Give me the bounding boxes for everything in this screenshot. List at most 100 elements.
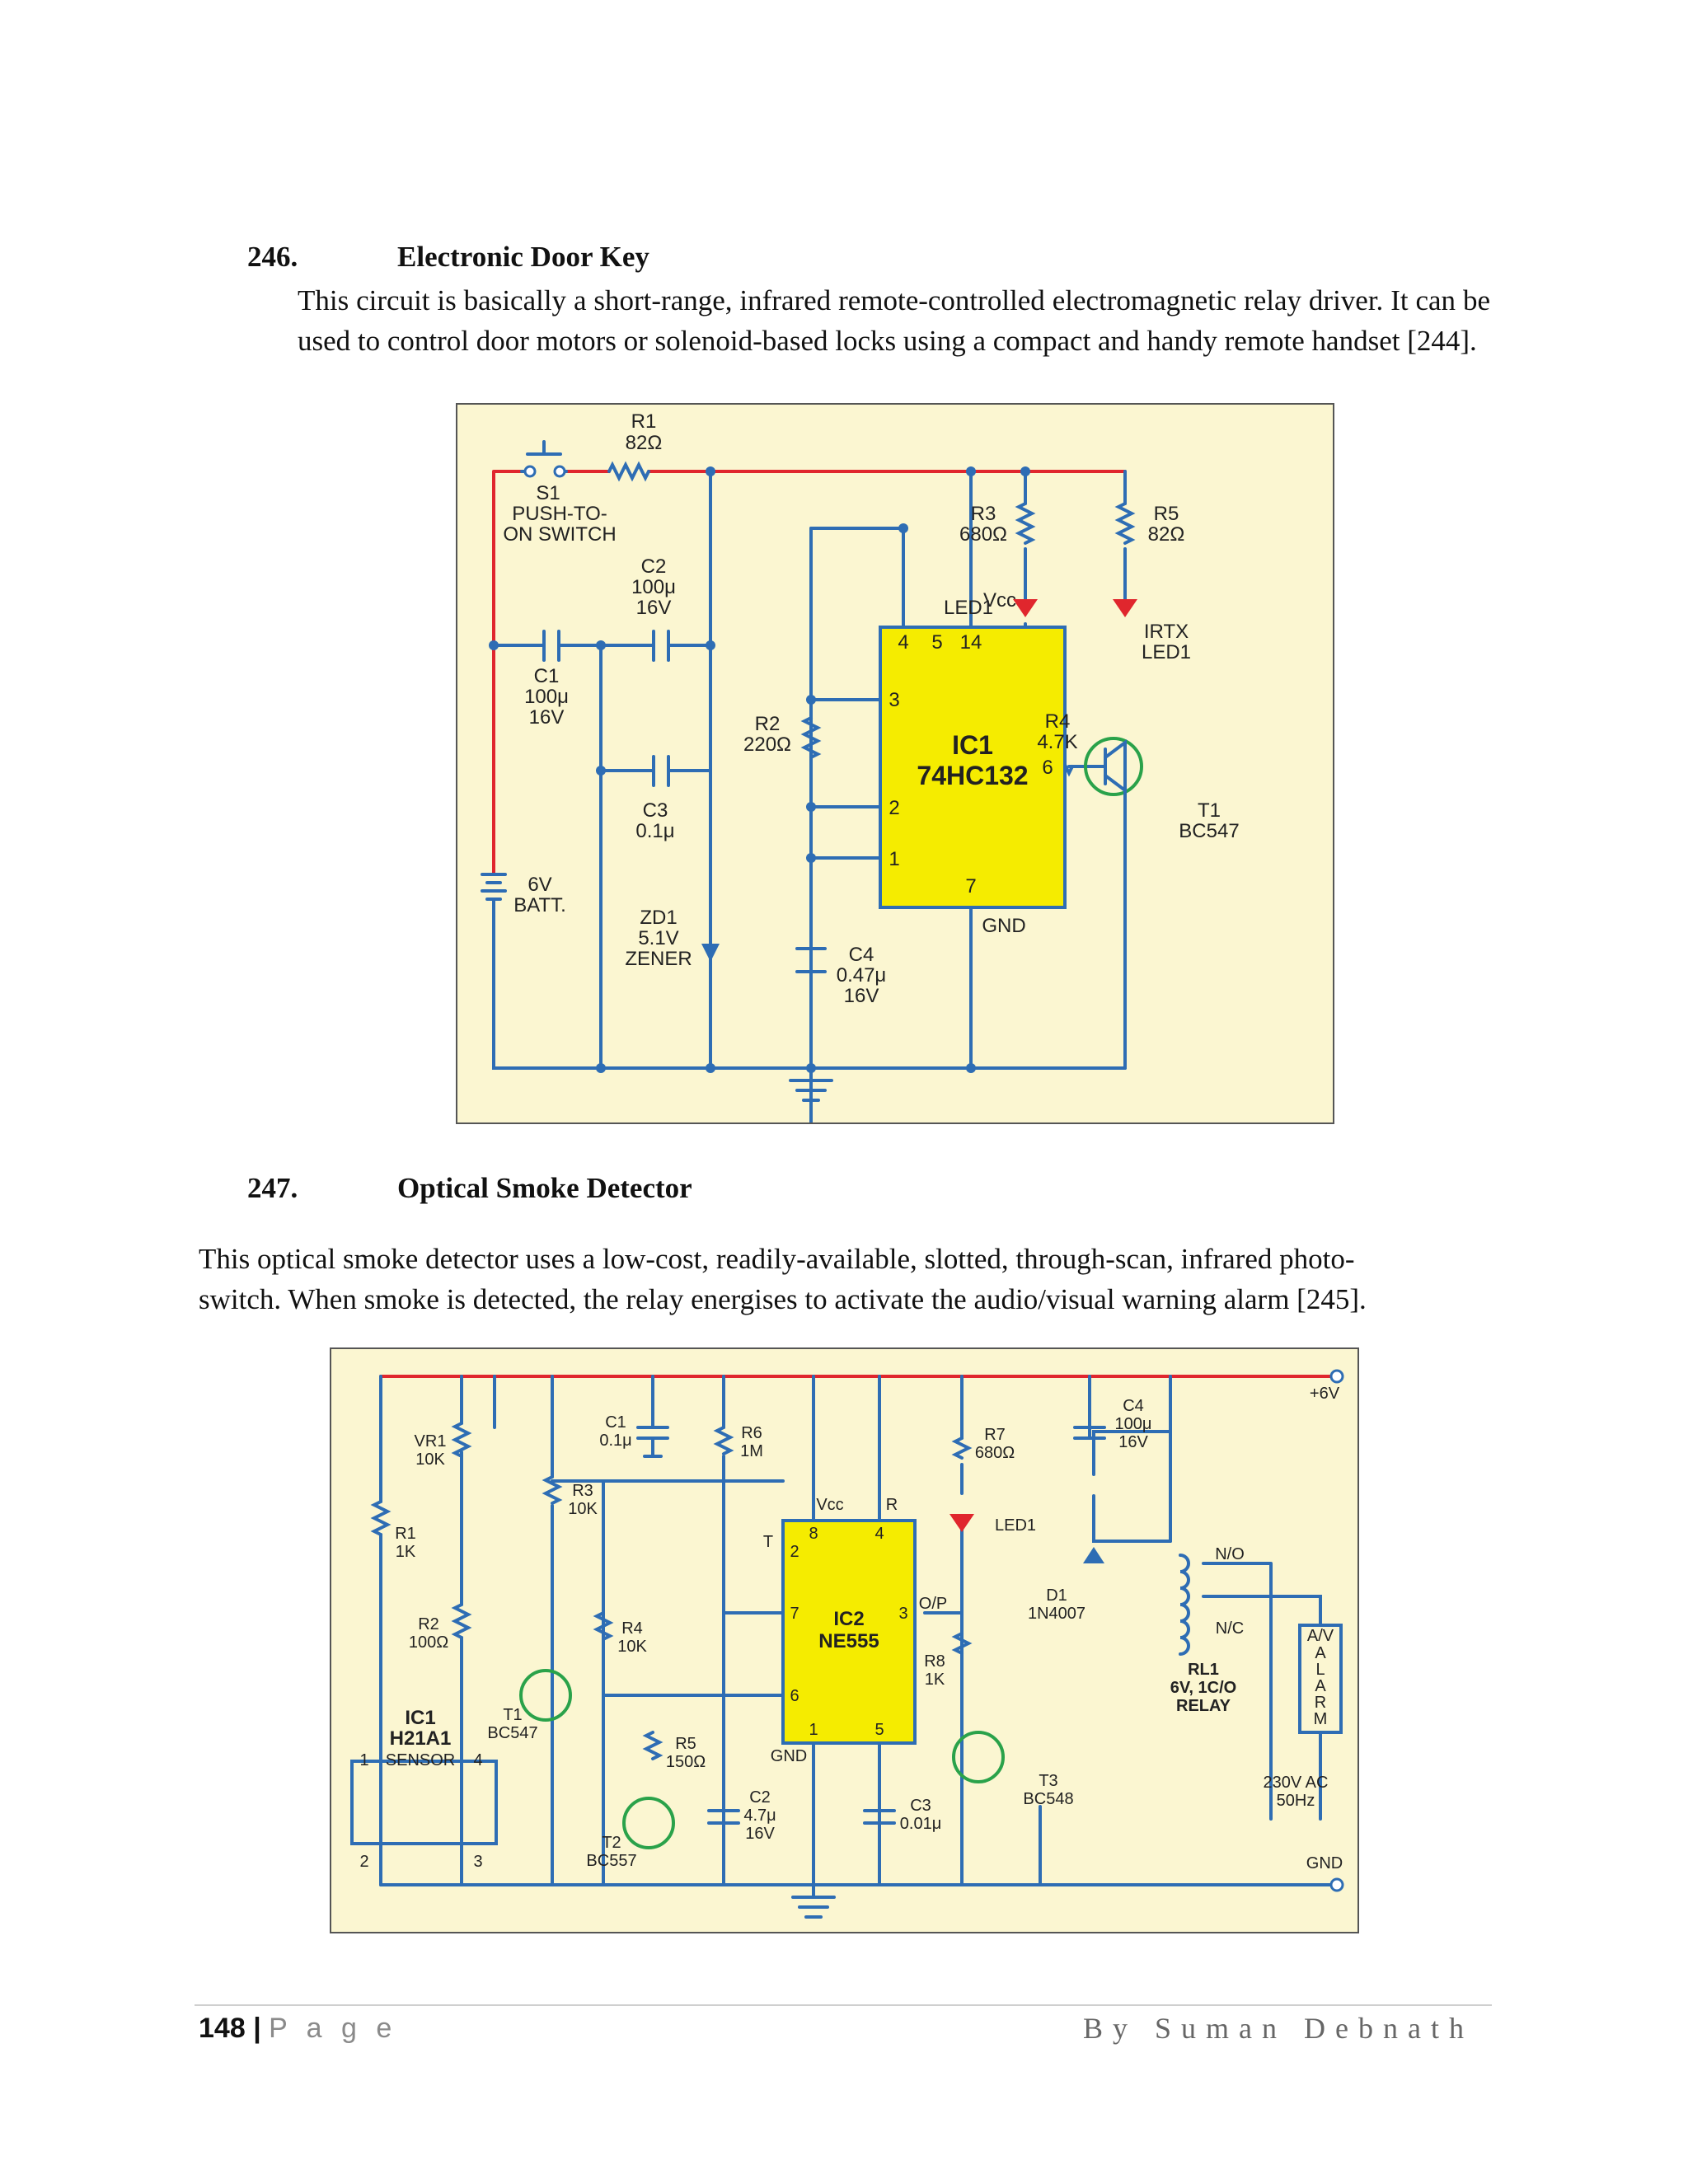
label-sensor-pin3: 3 <box>473 1853 482 1871</box>
label-led1: LED1 <box>995 1516 1036 1535</box>
label-pin7: 7 <box>965 875 976 898</box>
label-alarm-a2: A <box>1315 1677 1326 1695</box>
label-t3: T3 <box>1039 1772 1057 1790</box>
label-r4: R4 <box>621 1619 643 1638</box>
label-pin2: 2 <box>889 797 899 819</box>
label-ic2-pin2: 2 <box>790 1543 799 1561</box>
label-t2-value: BC557 <box>586 1852 636 1870</box>
label-sensor: SENSOR <box>386 1751 455 1769</box>
label-pin14: 14 <box>960 631 982 654</box>
label-zd1-value: 5.1V <box>638 927 678 949</box>
label-t1-value: BC547 <box>1179 820 1239 842</box>
label-s1: S1 <box>536 482 560 504</box>
footer-divider <box>195 2004 1492 2006</box>
label-sensor-pin2: 2 <box>359 1853 368 1871</box>
label-led1: LED1 <box>944 597 993 619</box>
label-r3: R3 <box>971 503 996 525</box>
label-r5: R5 <box>675 1735 696 1753</box>
footer-page-label: 148 | P a g e <box>199 2013 397 2045</box>
label-r6-value: 1M <box>740 1442 763 1460</box>
label-rl1-value: 6V, 1C/O <box>1170 1679 1236 1697</box>
label-vr1-value: 10K <box>415 1451 445 1469</box>
page-word: P a g e <box>269 2013 398 2044</box>
label-gnd: GND <box>982 915 1025 937</box>
label-battery: 6V <box>528 874 551 896</box>
label-ic1-part: 74HC132 <box>917 761 1028 790</box>
door-key-schematic: S1 PUSH-TO- ON SWITCH R1 82Ω C2 100μ 16V… <box>456 403 1334 1124</box>
label-t1: T1 <box>503 1706 522 1724</box>
label-t1: T1 <box>1198 799 1221 822</box>
label-ic2-pin1: 1 <box>809 1721 818 1739</box>
label-irtx: IRTX <box>1144 621 1189 643</box>
label-r1-value: 1K <box>396 1543 416 1561</box>
label-ic2-pin5: 5 <box>874 1721 884 1739</box>
label-c4-value: 0.47μ <box>837 964 887 987</box>
label-c2: C2 <box>641 555 667 578</box>
label-c3: C3 <box>910 1797 931 1815</box>
label-plus-6v: +6V <box>1310 1385 1340 1403</box>
smoke-detector-schematic: +6V GND VR1 10K R1 1K R2 100Ω C1 0.1μ R6… <box>330 1347 1359 1933</box>
section-number-246: 246. <box>247 241 298 273</box>
section-paragraph-247: This optical smoke detector uses a low-c… <box>199 1243 1367 1315</box>
label-ic2-pin4: 4 <box>874 1525 884 1543</box>
label-c2-rating: 16V <box>745 1825 775 1843</box>
footer-separator: | <box>253 2013 261 2044</box>
label-ic2-part: NE555 <box>818 1630 879 1652</box>
label-r3-value: 10K <box>568 1500 598 1518</box>
label-ic1-part: H21A1 <box>390 1727 452 1750</box>
label-c3: C3 <box>643 799 668 822</box>
label-ic2-reset: R <box>886 1496 898 1514</box>
section-paragraph-246: This circuit is basically a short-range,… <box>298 284 1490 357</box>
label-c1-value: 100μ <box>524 686 569 708</box>
label-ic2-pin8: 8 <box>809 1525 818 1543</box>
label-r5-value: 82Ω <box>1148 523 1185 546</box>
label-c2-rating: 16V <box>636 597 672 619</box>
label-r3-value: 680Ω <box>959 523 1007 546</box>
label-c4-rating: 16V <box>844 985 879 1007</box>
label-r5: R5 <box>1154 503 1179 525</box>
section-number-247: 247. <box>247 1172 298 1204</box>
label-c2-value: 100μ <box>631 576 676 598</box>
label-r4-value: 4.7K <box>1037 731 1077 753</box>
label-battery-2: BATT. <box>513 894 566 916</box>
label-c3-value: 0.1μ <box>635 820 674 842</box>
label-r3: R3 <box>572 1482 593 1500</box>
label-ic2: IC2 <box>833 1608 864 1630</box>
label-r7-value: 680Ω <box>975 1444 1015 1462</box>
label-c1: C1 <box>605 1413 626 1432</box>
label-relay-nc: N/C <box>1216 1619 1244 1638</box>
label-vcc: Vcc <box>983 589 1016 612</box>
label-pin4: 4 <box>898 631 908 654</box>
label-r1: R1 <box>395 1525 416 1543</box>
label-c1-rating: 16V <box>529 706 565 729</box>
label-c2: C2 <box>749 1788 771 1807</box>
label-alarm-l: L <box>1315 1661 1325 1679</box>
label-rl1: RL1 <box>1188 1661 1219 1679</box>
label-r2: R2 <box>755 713 781 735</box>
label-s1-line2: ON SWITCH <box>503 523 616 546</box>
label-ic2-gnd: GND <box>771 1747 807 1765</box>
label-alarm-av: A/V <box>1307 1627 1334 1645</box>
label-ic1: IC1 <box>405 1707 435 1729</box>
label-c4: C4 <box>849 944 874 966</box>
label-rl1-type: RELAY <box>1176 1697 1231 1715</box>
label-r4: R4 <box>1045 710 1071 733</box>
label-r6: R6 <box>741 1424 762 1442</box>
label-alarm-a1: A <box>1315 1644 1326 1662</box>
label-ic2-vcc: Vcc <box>816 1496 843 1514</box>
label-zd1-type: ZENER <box>625 948 692 970</box>
label-mains: 230V AC <box>1264 1774 1329 1792</box>
label-r7: R7 <box>984 1426 1006 1444</box>
section-title-optical-smoke-detector: Optical Smoke Detector <box>397 1172 692 1204</box>
section-title-electronic-door-key: Electronic Door Key <box>397 241 649 273</box>
label-alarm-m: M <box>1314 1710 1328 1728</box>
label-irtx-led1: LED1 <box>1142 641 1191 663</box>
label-r8-value: 1K <box>925 1671 945 1689</box>
label-c4: C4 <box>1123 1397 1144 1415</box>
label-c2-value: 4.7μ <box>743 1807 776 1825</box>
label-mains-freq: 50Hz <box>1277 1792 1315 1810</box>
label-ic2-pin3: 3 <box>898 1605 907 1623</box>
footer-author: By Suman Debnath <box>1083 2012 1474 2045</box>
label-r1-value: 82Ω <box>626 432 663 454</box>
label-ic2-trigger: T <box>763 1533 773 1551</box>
